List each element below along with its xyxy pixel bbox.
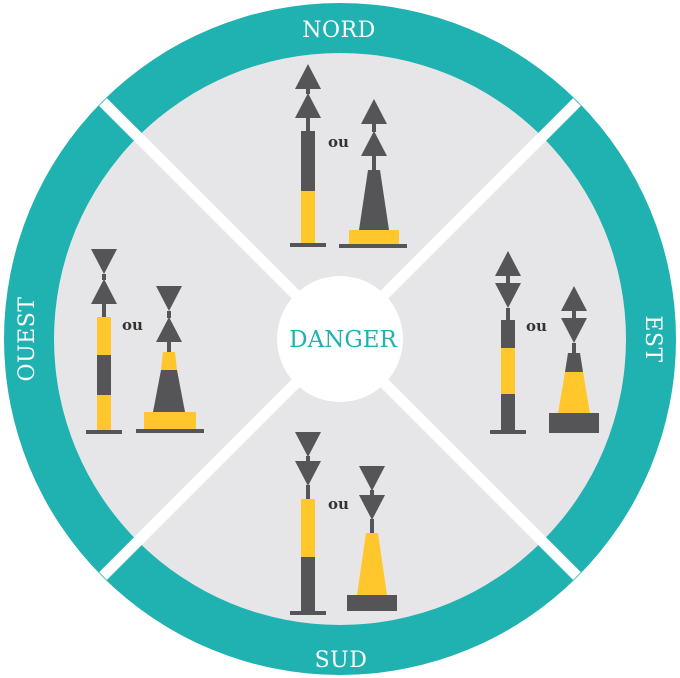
- south-spar-buoy: [290, 432, 326, 615]
- north-or-text: ou: [328, 133, 349, 151]
- west-pillar-buoy: [136, 286, 204, 433]
- west-spar-buoy: [86, 249, 122, 434]
- west-label: OUEST: [15, 297, 40, 382]
- south-pillar-buoy: [347, 466, 397, 611]
- north-marks: ou: [290, 64, 407, 248]
- east-pillar-buoy: [549, 286, 599, 433]
- center-circle: [277, 276, 403, 402]
- east-spar-buoy: [490, 251, 526, 434]
- south-marks: ou: [290, 432, 397, 615]
- west-marks: ou: [86, 249, 204, 434]
- south-label: SUD: [315, 648, 368, 673]
- east-label: EST: [640, 315, 665, 362]
- south-or-text: ou: [328, 495, 349, 513]
- center-label: DANGER: [289, 327, 397, 353]
- east-marks: ou: [490, 251, 599, 434]
- north-spar-buoy: [290, 64, 326, 247]
- east-or-text: ou: [526, 317, 547, 335]
- north-label: NORD: [302, 18, 376, 43]
- west-or-text: ou: [122, 316, 143, 334]
- north-pillar-buoy: [339, 99, 407, 248]
